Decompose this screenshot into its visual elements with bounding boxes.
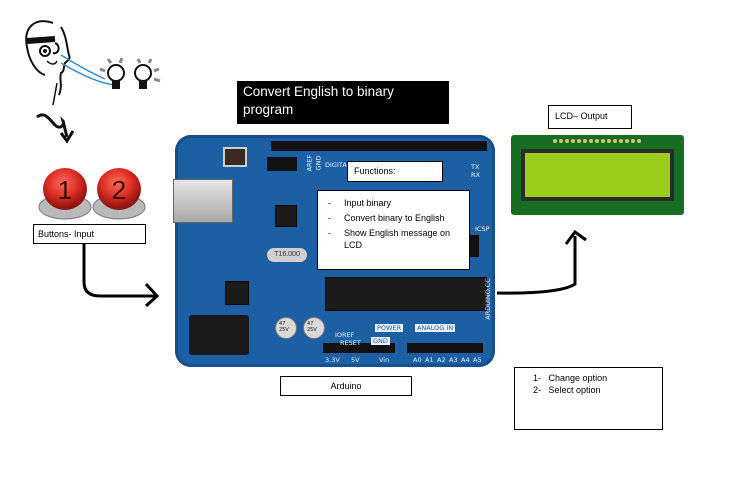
usb-chip <box>275 205 297 227</box>
lcd-pin-holes <box>553 139 641 143</box>
aref-label: AREF <box>305 154 314 172</box>
options-list: 1- Change option 2- Select option <box>533 372 656 396</box>
buttons-to-arduino-arrow <box>82 244 155 298</box>
arduino-cc-label: ARDUINO.CC <box>483 278 492 320</box>
power-header <box>323 343 395 353</box>
lcd-module <box>511 135 684 215</box>
usb-port <box>173 179 233 223</box>
a0-label: A0 <box>413 356 422 364</box>
lightbulb-icon <box>99 57 125 89</box>
reset-label: RESET <box>340 339 361 347</box>
functions-list-box: Input binary Convert binary to English S… <box>317 190 470 270</box>
vin-label: Vin <box>379 356 390 364</box>
face-profile <box>58 26 71 96</box>
push-buttons: 1 2 <box>38 168 146 220</box>
capacitor-label: 47 25V <box>279 321 289 333</box>
digital-header <box>271 141 487 151</box>
diagram-title: Convert English to binary program <box>237 81 449 124</box>
buttons-label: Buttons- Input <box>33 224 146 244</box>
analog-header <box>407 343 483 353</box>
gnd-label: GND <box>371 337 390 345</box>
capacitor <box>275 317 297 339</box>
function-item: Show English message on LCD <box>328 227 465 251</box>
lcd-screen <box>525 153 670 197</box>
button-number: 1 <box>58 175 72 205</box>
lcd-label: LCD– Output <box>548 105 632 129</box>
power-jack <box>189 315 249 355</box>
arduino-to-lcd-arrow <box>496 236 577 295</box>
5v-label: 5V <box>351 356 360 364</box>
a4-label: A4 <box>461 356 470 364</box>
rx-label: RX <box>471 171 480 179</box>
a3-label: A3 <box>449 356 458 364</box>
function-item: Input binary <box>328 197 465 209</box>
lcd-bezel <box>521 149 674 201</box>
head-outline <box>25 20 54 76</box>
gnd-label: GND <box>314 155 323 171</box>
red-button-1 <box>38 168 92 220</box>
lightbulb-icon <box>134 58 161 89</box>
options-box: 1- Change option 2- Select option <box>514 367 663 430</box>
a5-label: A5 <box>473 356 482 364</box>
a1-label: A1 <box>425 356 434 364</box>
icsp-label: ICSP <box>475 225 490 233</box>
3v3-label: 3.3V <box>325 356 340 364</box>
crystal: T16.000 <box>267 248 307 262</box>
atmega-chip <box>325 277 487 311</box>
analog-in-label: ANALOG IN <box>415 324 456 332</box>
thinking-person-sketch <box>25 20 161 144</box>
power-label: POWER <box>375 324 404 332</box>
function-item: Convert binary to English <box>328 212 465 224</box>
capacitor-label: 47 25V <box>307 321 317 333</box>
squiggle-arrow <box>36 113 69 138</box>
functions-list: Input binary Convert binary to English S… <box>322 197 465 251</box>
eyebrow <box>26 36 56 44</box>
arduino-label: Arduino <box>280 376 412 396</box>
icsp-header-top <box>267 157 297 171</box>
digital-label: DIGITAL <box>325 161 351 169</box>
red-button-2 <box>92 168 146 220</box>
a2-label: A2 <box>437 356 446 364</box>
tx-label: TX <box>471 163 480 171</box>
button-number: 2 <box>112 175 126 205</box>
regulator-chip <box>225 281 249 305</box>
functions-heading-box: Functions: <box>347 161 443 182</box>
capacitor <box>303 317 325 339</box>
reset-button <box>223 147 247 167</box>
option-item: 1- Change option <box>533 373 608 383</box>
ioref-label: IOREF <box>335 331 355 339</box>
option-item: 2- Select option <box>533 385 601 395</box>
